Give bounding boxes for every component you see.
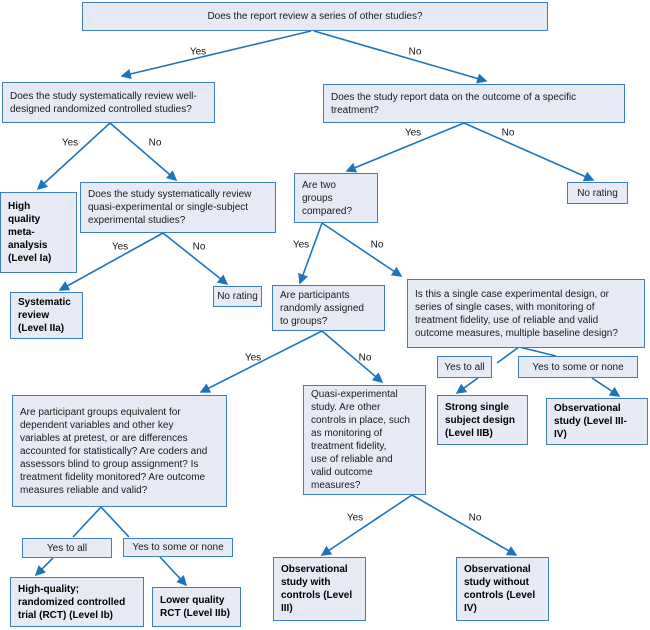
result-high-quality-meta-analysis: High quality meta-analysis (Level Ia) [0, 192, 77, 273]
flow-edge-q-rct-review-to-q-quasi-review [109, 122, 178, 182]
flow-edge-q-quasi-controls-to-r-obs-without-controls [411, 494, 518, 556]
result-observational-study: Observational study (Level III- IV) [546, 398, 648, 445]
question-randomly-assigned: Are participants randomly assigned to gr… [272, 285, 385, 331]
question-outcome-specific-treatment: Does the study report data on the outcom… [323, 84, 625, 123]
result-strong-single-subject: Strong single subject design (Level IIB) [437, 395, 528, 445]
flow-edge-q-outcome-data-to-q-two-groups [345, 122, 465, 173]
result-lower-quality-rct: Lower quality RCT (Level IIb) [152, 587, 241, 627]
edge-label-no-9: No [370, 239, 384, 251]
edge-label-no-13: No [468, 512, 482, 524]
question-systematic-rct-review: Does the study systematically review wel… [2, 82, 215, 123]
edge-label-no-11: No [358, 352, 372, 364]
edge-label-yes-4: Yes [404, 127, 422, 139]
question-review-series: Does the report review a series of other… [82, 2, 548, 31]
flow-edge-lbl-yes-some-right-to-r-obs-study [591, 377, 621, 397]
flow-edge-q-single-case-to-lbl-yes-all-right [496, 346, 520, 364]
question-single-case-design: Is this a single case experimental desig… [407, 279, 645, 348]
choice-yes-to-all-left: Yes to all [22, 538, 112, 558]
flow-edge-q-random-assign-to-q-groups-equivalent [199, 330, 323, 393]
flow-edge-lbl-yes-all-left-to-r-high-rct [34, 557, 54, 577]
question-quasi-experimental-controls: Quasi-experimental study. Are other cont… [303, 385, 426, 495]
flow-edge-q-groups-equivalent-to-lbl-yes-some-left [100, 506, 130, 538]
edge-label-yes-12: Yes [346, 512, 364, 524]
flow-edge-q-review-series-to-q-outcome-data [313, 30, 488, 84]
flow-edge-q-random-assign-to-q-quasi-controls [321, 330, 384, 384]
flow-edge-q-quasi-review-to-r-systematic-review [58, 232, 164, 291]
edge-label-no-5: No [501, 127, 515, 139]
flow-edge-q-two-groups-to-q-single-case [321, 222, 403, 277]
question-groups-equivalent: Are participant groups equivalent for de… [12, 395, 227, 507]
edge-label-yes-0: Yes [189, 46, 207, 58]
result-observational-with-controls: Observational study with controls (Level… [273, 557, 366, 621]
result-high-quality-rct: High-quality; randomized controlled tria… [10, 577, 144, 627]
flow-edge-q-review-series-to-q-rct-review [120, 30, 312, 80]
choice-yes-to-some-or-none-right: Yes to some or none [518, 356, 638, 378]
edge-label-no-7: No [192, 241, 206, 253]
question-quasi-experimental-review: Does the study systematically review qua… [80, 182, 276, 233]
choice-yes-to-some-or-none-left: Yes to some or none [123, 538, 233, 557]
result-observational-without-controls: Observational study without controls (Le… [456, 557, 549, 621]
flow-edge-q-two-groups-to-q-random-assign [298, 222, 323, 285]
result-no-rating-middle: No rating [213, 286, 262, 307]
edge-label-no-3: No [148, 137, 162, 149]
edge-label-yes-2: Yes [61, 137, 79, 149]
flow-edge-q-groups-equivalent-to-lbl-yes-all-left [72, 506, 102, 538]
result-no-rating-right: No rating [567, 182, 628, 204]
result-systematic-review: Systematic review (Level IIa) [10, 292, 83, 339]
choice-yes-to-all-right: Yes to all [437, 356, 492, 378]
flow-edge-q-rct-review-to-r-meta-analysis [36, 122, 111, 191]
flow-edge-lbl-yes-some-left-to-r-lower-rct [159, 556, 188, 587]
question-two-groups-compared: Are two groups compared? [294, 173, 378, 223]
edge-label-yes-6: Yes [111, 241, 129, 253]
flow-edge-q-outcome-data-to-r-no-rating-right [463, 122, 595, 182]
flow-edge-lbl-yes-all-right-to-r-strong-single [455, 377, 479, 394]
edge-label-yes-10: Yes [244, 352, 262, 364]
edge-label-no-1: No [408, 46, 422, 58]
edge-label-yes-8: Yes [292, 239, 310, 251]
flow-edge-q-single-case-to-lbl-yes-some-right [518, 346, 557, 357]
flow-edge-q-quasi-controls-to-r-obs-with-controls [320, 494, 413, 556]
flow-edge-q-quasi-review-to-r-no-rating-mid [162, 232, 229, 285]
